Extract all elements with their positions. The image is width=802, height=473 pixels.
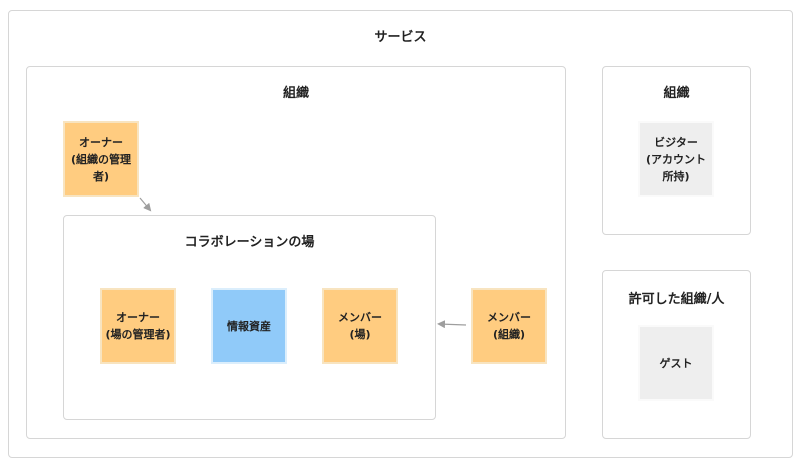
collab-owner-node: オーナー (場の管理者): [100, 288, 176, 364]
organization-title: 組織: [282, 86, 309, 101]
collab-member-node: メンバー (場): [322, 288, 398, 364]
info-asset-node: 情報資産: [211, 288, 287, 364]
arrow-owner-to-collab: [139, 197, 152, 212]
permitted-title: 許可した組織/人: [628, 292, 725, 307]
arrow-member-to-collab: [437, 320, 467, 329]
visitor-node: ビジター (アカウント 所持): [638, 121, 714, 197]
other-organization-title: 組織: [663, 86, 690, 101]
org-owner-node: オーナー (組織の管理 者): [63, 121, 139, 197]
collaboration-title: コラボレーションの場: [184, 235, 315, 250]
guest-node: ゲスト: [638, 325, 714, 401]
service-title: サービス: [374, 30, 427, 45]
org-member-node: メンバー (組織): [471, 288, 547, 364]
